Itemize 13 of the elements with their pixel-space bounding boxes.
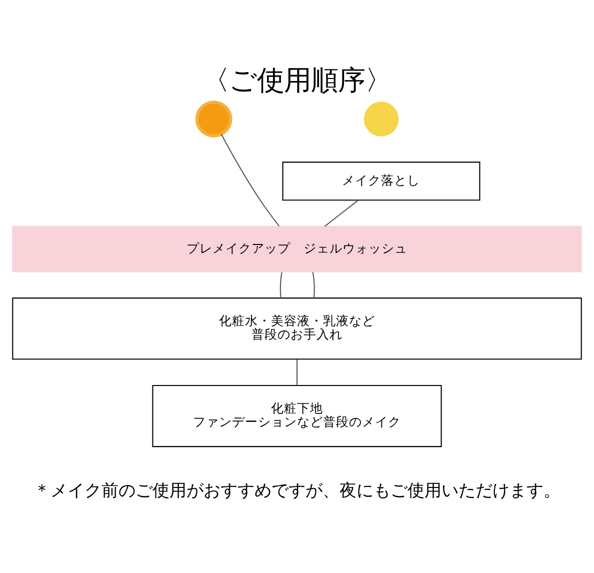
connector	[312, 272, 315, 298]
node-box: メイク落とし	[282, 161, 480, 200]
diagram-title: 〈ご使用順序〉	[202, 64, 392, 96]
caption: ＊メイク前のご使用がおすすめですが、夜にもご使用いただけます。	[34, 479, 560, 500]
node-box: プレメイクアップ ジェルウォッシュ	[12, 225, 582, 272]
connector	[280, 272, 282, 298]
node-sun	[195, 100, 232, 137]
node-moon	[364, 101, 399, 136]
node-box: 化粧水・美容液・乳液など 普段のお手入れ	[12, 297, 582, 360]
connector	[296, 358, 298, 385]
node-box: 化粧下地 ファンデーションなど普段のメイク	[152, 384, 442, 447]
connector	[324, 199, 359, 226]
connector	[220, 134, 280, 226]
